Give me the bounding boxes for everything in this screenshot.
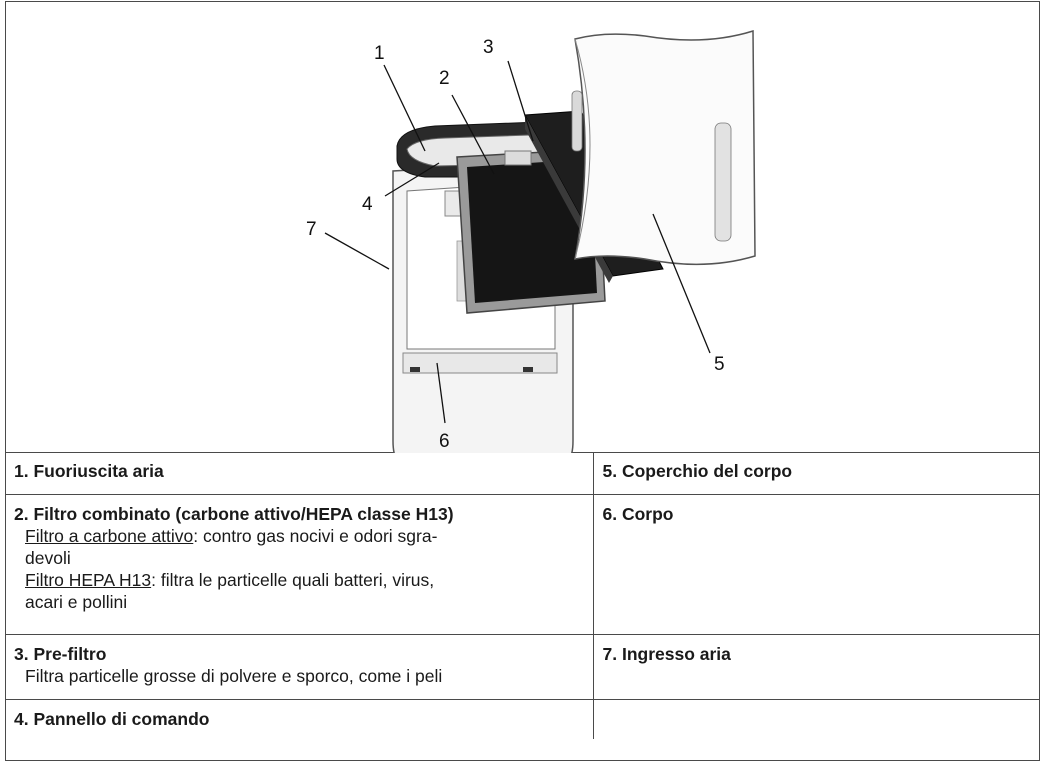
part-title-body: 6. Corpo xyxy=(602,503,674,524)
description-text: devoli xyxy=(25,547,71,568)
part-description: Filtra particelle grosse di polvere e sp… xyxy=(25,665,443,686)
exploded-view-figure: 1 2 3 4 5 6 7 xyxy=(5,1,1040,453)
part-title-control-panel: 4. Pannello di comando xyxy=(14,708,210,729)
legend-cell: 1. Fuoriuscita aria xyxy=(5,452,594,495)
callout-4: 4 xyxy=(362,194,373,215)
legend-cell: 4. Pannello di comando xyxy=(5,698,594,739)
description-text: acari e pollini xyxy=(25,591,128,612)
callout-5: 5 xyxy=(714,354,725,375)
term-carbon-filter: Filtro a carbone attivo xyxy=(25,525,194,546)
legend-cell xyxy=(592,698,1040,739)
callout-2: 2 xyxy=(439,68,450,89)
description-text: : filtra le particelle quali batteri, vi… xyxy=(151,569,435,590)
callout-1: 1 xyxy=(374,43,385,64)
air-purifier-illustration: 1 2 3 4 5 6 7 xyxy=(306,29,756,453)
leader-lines xyxy=(324,60,711,424)
legend-cell: 7. Ingresso aria xyxy=(592,633,1040,700)
callout-7: 7 xyxy=(306,219,317,240)
term-hepa-filter: Filtro HEPA H13 xyxy=(25,569,152,590)
legend-row: 3. Pre-filtro Filtra particelle grosse d… xyxy=(5,633,1040,700)
legend-cell: 3. Pre-filtro Filtra particelle grosse d… xyxy=(5,633,594,700)
legend-cell: 2. Filtro combinato (carbone attivo/HEPA… xyxy=(5,493,594,635)
body-cover xyxy=(571,29,756,266)
legend-cell: 5. Coperchio del corpo xyxy=(592,452,1040,495)
parts-legend-table: 1. Fuoriuscita aria 5. Coperchio del cor… xyxy=(5,452,1040,739)
part-description: Filtro a carbone attivo: contro gas noci… xyxy=(14,525,585,613)
legend-row: 2. Filtro combinato (carbone attivo/HEPA… xyxy=(5,493,1040,635)
callout-6: 6 xyxy=(439,431,450,452)
legend-cell: 6. Corpo xyxy=(592,493,1040,635)
legend-row: 1. Fuoriuscita aria 5. Coperchio del cor… xyxy=(5,452,1040,495)
callout-3: 3 xyxy=(483,37,494,58)
part-title-air-outlet: 1. Fuoriuscita aria xyxy=(14,461,164,481)
part-title-pre-filter: 3. Pre-filtro xyxy=(14,643,107,664)
legend-row: 4. Pannello di comando xyxy=(5,698,1040,739)
part-title-air-inlet: 7. Ingresso aria xyxy=(602,643,731,664)
description-text: : contro gas nocivi e odori sgra- xyxy=(193,525,438,546)
part-title-combined-filter: 2. Filtro combinato (carbone attivo/HEPA… xyxy=(14,503,454,524)
document-frame xyxy=(5,1,1040,761)
part-title-body-cover: 5. Coperchio del corpo xyxy=(602,461,793,481)
